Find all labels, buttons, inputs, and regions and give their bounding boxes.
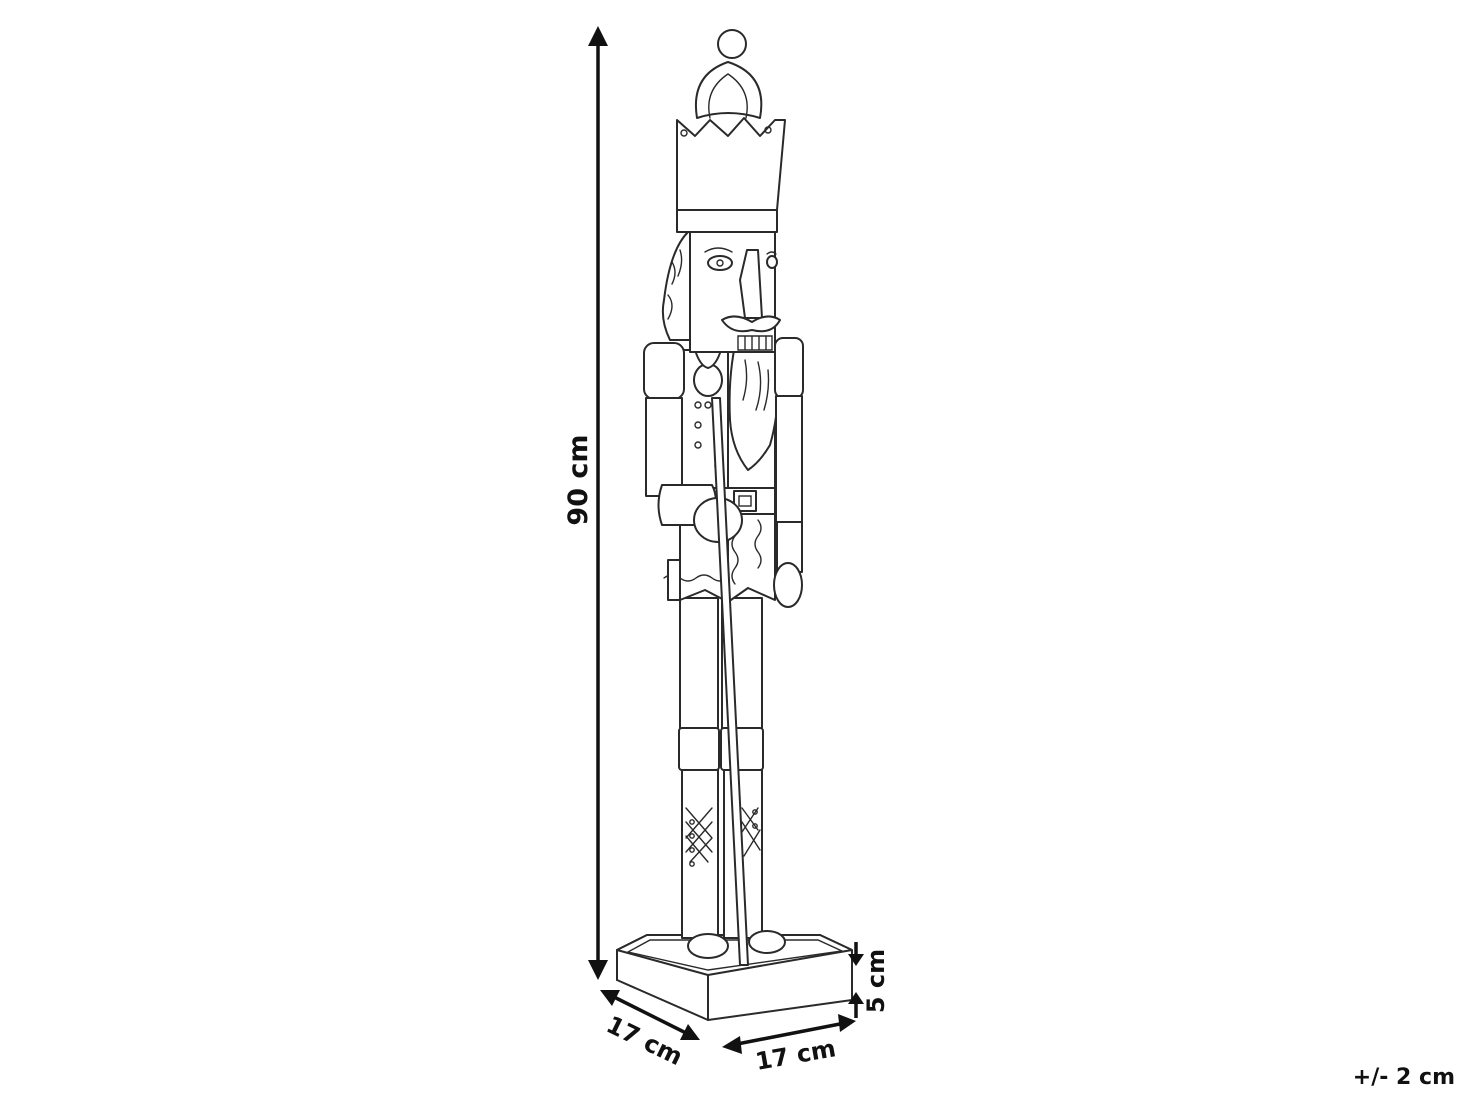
mustache	[721, 315, 781, 333]
left-knee-band	[678, 727, 720, 771]
width-dimension-arrow	[722, 1014, 856, 1054]
base-height-label: 5 cm	[862, 949, 890, 1013]
right-foot	[748, 930, 786, 954]
left-upper-arm	[645, 397, 683, 497]
right-hand	[773, 562, 803, 608]
left-arm	[643, 342, 743, 543]
left-foot	[687, 933, 729, 959]
right-epaulette	[774, 337, 804, 399]
crown-body	[676, 117, 786, 211]
hair	[661, 231, 691, 341]
right-upper-arm	[775, 395, 803, 527]
left-epaulette	[643, 342, 685, 400]
hat-dome	[695, 61, 763, 119]
hat-pompom	[717, 29, 747, 59]
right-knee-band	[720, 727, 764, 771]
base	[616, 934, 853, 1021]
height-dimension-arrow	[588, 26, 608, 980]
scepter-staff	[711, 397, 749, 966]
depth-label: 17 cm	[602, 1010, 687, 1071]
nose	[739, 249, 763, 319]
left-boot	[681, 769, 719, 939]
crown	[676, 29, 786, 233]
head	[661, 225, 781, 353]
height-label: 90 cm	[563, 434, 594, 525]
depth-dimension-arrow	[600, 990, 700, 1040]
right-arm	[773, 337, 804, 608]
tolerance-note: +/- 2 cm	[1353, 1065, 1455, 1090]
eye-left	[707, 255, 733, 271]
base-height-dimension-arrow	[848, 942, 864, 1018]
eye-right	[766, 255, 778, 269]
face	[689, 225, 776, 353]
crown-band	[676, 209, 778, 233]
left-leg	[679, 597, 719, 734]
width-label: 17 cm	[753, 1034, 838, 1076]
